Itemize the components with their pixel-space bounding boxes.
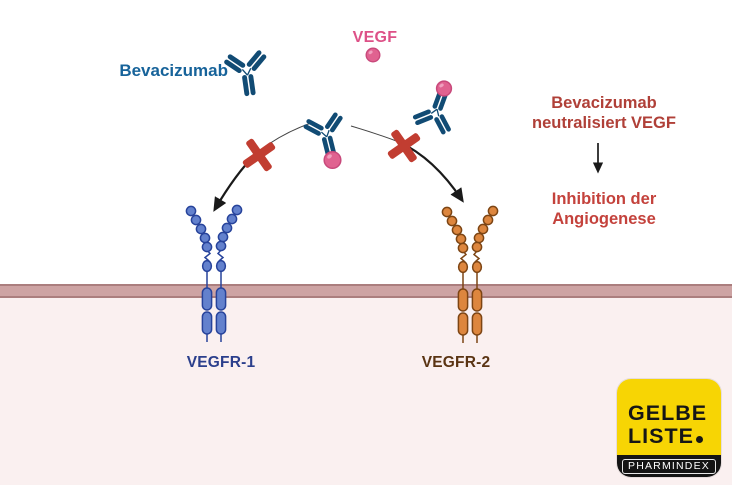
- bevacizumab-antibody-icon: [221, 47, 274, 100]
- logo-tagline: PHARMINDEX: [621, 458, 716, 474]
- cell-membrane: [0, 284, 732, 298]
- vegf-ligand-icon: [365, 47, 381, 63]
- vegfr2-receptor-icon: [442, 206, 498, 343]
- logo-black-bar: PHARMINDEX: [617, 455, 721, 477]
- bevacizumab-label: Bevacizumab: [119, 61, 228, 80]
- antibody-vegf-complex-center: [300, 109, 353, 170]
- vegfr1-receptor-icon: [186, 205, 242, 342]
- logo-word-liste: LISTE: [628, 424, 721, 448]
- effect-text-inhibition: Inhibition der Angiogenese: [551, 190, 657, 229]
- logo-dot-icon: [695, 435, 703, 443]
- gelbe-liste-logo: GELBE LISTE PHARMINDEX: [617, 379, 721, 477]
- vegfr1-label: VEGFR-1: [186, 354, 256, 371]
- logo-word-gelbe: GELBE: [628, 401, 708, 425]
- effect-text-neutralise: Bevacizumab neutralisiert VEGF: [532, 94, 676, 133]
- blocked-cross-icon-left: [242, 138, 276, 172]
- cytoplasm-background: [0, 298, 732, 485]
- blocked-cross-icon-right: [387, 129, 421, 163]
- logo-yellow-panel: GELBE LISTE: [617, 379, 721, 455]
- vegfr2-label: VEGFR-2: [421, 354, 491, 371]
- blocked-arrow-right: [350, 125, 464, 203]
- vegf-label: VEGF: [352, 29, 398, 46]
- antibody-vegf-complex-right: [408, 80, 465, 139]
